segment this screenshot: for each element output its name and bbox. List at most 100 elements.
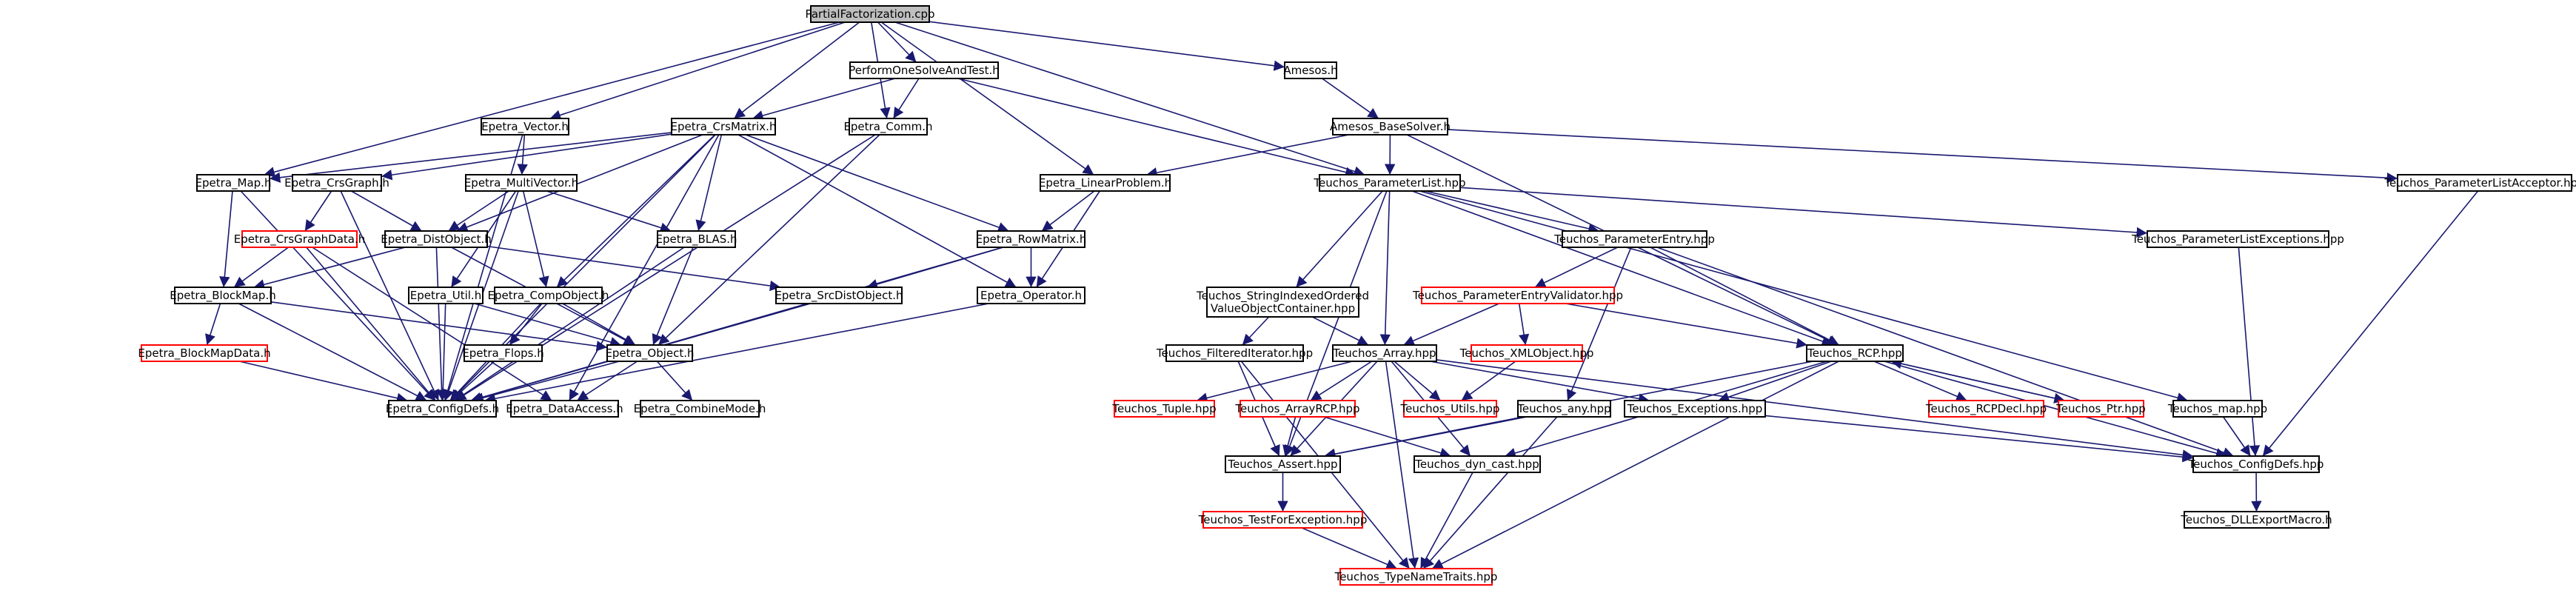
graph-node-n0[interactable]: PartialFactorization.cpp — [805, 5, 935, 23]
edge-n28-n34 — [576, 361, 638, 401]
graph-node-n49[interactable]: Teuchos_TypeNameTraits.hpp — [1334, 568, 1498, 586]
node-box — [1040, 174, 1171, 192]
edge-n4-n21 — [556, 134, 716, 288]
node-label: Teuchos_TestForException.hpp — [1198, 513, 1368, 527]
graph-node-n48[interactable]: Teuchos_DLLExportMacro.h — [2180, 511, 2332, 529]
graph-node-n6[interactable]: Amesos_BaseSolver.h — [1330, 118, 1451, 135]
graph-node-n42[interactable]: Teuchos_Ptr.hpp — [2055, 400, 2146, 418]
edge-n10-n16 — [1041, 190, 1095, 232]
edge-n24-n29 — [1242, 316, 1270, 346]
node-box — [292, 174, 382, 192]
graph-node-n16[interactable]: Epetra_RowMatrix.h — [976, 230, 1087, 248]
graph-node-n19[interactable]: Epetra_BlockMap.h — [170, 287, 276, 304]
graph-node-n29[interactable]: Teuchos_FilteredIterator.hpp — [1156, 344, 1313, 362]
graph-node-n37[interactable]: Teuchos_ArrayRCP.hpp — [1234, 400, 1360, 418]
graph-node-n27[interactable]: Epetra_Flops.h — [462, 344, 544, 362]
node-label: Teuchos_DLLExportMacro.h — [2180, 513, 2332, 527]
graph-node-n9[interactable]: Epetra_MultiVector.h — [464, 174, 578, 192]
node-box — [2184, 511, 2329, 529]
graph-node-n30[interactable]: Teuchos_Array.hpp — [1332, 344, 1437, 362]
graph-node-n33[interactable]: Epetra_ConfigDefs.h — [386, 400, 499, 418]
graph-node-n8[interactable]: Epetra_CrsGraph.h — [284, 174, 389, 192]
edge-n4-n15 — [695, 134, 723, 232]
graph-node-n13[interactable]: Epetra_CrsGraphData.h — [234, 230, 366, 248]
graph-node-n3[interactable]: Epetra_Vector.h — [481, 118, 569, 135]
graph-node-n11[interactable]: Teuchos_ParameterList.hpp — [1313, 174, 1466, 192]
graph-node-n28[interactable]: Epetra_Object.h — [605, 344, 695, 362]
node-box — [141, 344, 268, 362]
graph-node-n31[interactable]: Teuchos_XMLObject.hpp — [1459, 344, 1594, 362]
graph-node-n14[interactable]: Epetra_DistObject.h — [381, 230, 492, 248]
graph-node-n23[interactable]: Epetra_Operator.h — [977, 287, 1085, 304]
graph-node-n21[interactable]: Epetra_CompObject.h — [488, 287, 609, 304]
edge-n28-n35 — [656, 361, 693, 401]
node-label: Epetra_SrcDistObject.h — [775, 289, 903, 303]
node-label: Teuchos_StringIndexedOrdered — [1196, 289, 1369, 304]
node-box — [1206, 287, 1359, 318]
edge-n30-n36 — [1196, 361, 1353, 404]
edge-n4-n7 — [269, 132, 672, 183]
edge-n42-n32 — [1890, 358, 2065, 401]
edge-n4-n23 — [737, 134, 1017, 288]
graph-node-n1[interactable]: PerformOneSolveAndTest.h — [849, 61, 1000, 79]
node-box — [606, 344, 693, 362]
graph-node-n36[interactable]: Teuchos_Tuple.hpp — [1111, 400, 1217, 418]
edge-n4-n16 — [745, 134, 1009, 232]
edge-n17-n46 — [1656, 247, 2234, 458]
graph-node-n18[interactable]: Teuchos_ParameterListExceptions.hpp — [2131, 230, 2344, 248]
graph-node-n20[interactable]: Epetra_Util.h — [408, 287, 484, 304]
graph-node-n38[interactable]: Teuchos_Utils.hpp — [1400, 400, 1500, 418]
edge-n0-n7 — [264, 21, 840, 178]
edge-n27-n33 — [450, 361, 495, 401]
edge-n21-n27 — [509, 303, 543, 346]
node-box — [849, 118, 928, 135]
edge-n30-n38 — [1394, 361, 1442, 401]
edge-n32-n46 — [1884, 361, 2227, 459]
graph-node-n34[interactable]: Epetra_DataAccess.h — [506, 400, 623, 418]
graph-node-n43[interactable]: Teuchos_map.hpp — [2167, 400, 2267, 418]
graph-node-n46[interactable]: Teuchos_ConfigDefs.hpp — [2188, 455, 2324, 473]
graph-node-n25[interactable]: Teuchos_ParameterEntryValidator.hpp — [1412, 287, 1623, 304]
node-label: Epetra_Map.h — [195, 176, 272, 190]
edge-n40-n46 — [1764, 415, 2194, 463]
node-box — [1332, 118, 1448, 135]
node-box — [1624, 400, 1766, 418]
graph-node-n4[interactable]: Epetra_CrsMatrix.h — [671, 118, 777, 135]
node-box — [2058, 400, 2144, 418]
graph-node-n24[interactable]: Teuchos_StringIndexedOrderedValueObjectC… — [1196, 287, 1369, 318]
graph-node-n35[interactable]: Epetra_CombineMode.h — [634, 400, 766, 418]
edge-n32-n40 — [1718, 361, 1832, 403]
graph-node-n44[interactable]: Teuchos_Assert.hpp — [1225, 455, 1341, 473]
graph-node-n32[interactable]: Teuchos_RCP.hpp — [1806, 344, 1904, 362]
node-label: Teuchos_ParameterEntry.hpp — [1553, 232, 1715, 247]
edge-n31-n38 — [1461, 361, 1516, 401]
node-box — [196, 174, 270, 192]
graph-node-n40[interactable]: Teuchos_Exceptions.hpp — [1624, 400, 1766, 418]
graph-node-n2[interactable]: Amesos.h — [1283, 61, 1338, 79]
graph-node-n10[interactable]: Epetra_LinearProblem.h — [1039, 174, 1171, 192]
graph-node-n22[interactable]: Epetra_SrcDistObject.h — [775, 287, 903, 304]
node-label: Teuchos_FilteredIterator.hpp — [1156, 346, 1313, 361]
node-label: Epetra_CombineMode.h — [634, 402, 766, 416]
graph-node-n12[interactable]: Teuchos_ParameterListAcceptor.hpp — [2383, 174, 2576, 192]
graph-node-n41[interactable]: Teuchos_RCPDecl.hpp — [1925, 400, 2047, 418]
node-box — [1806, 344, 1904, 362]
edge-n20-n33 — [438, 303, 449, 401]
node-label: Teuchos_map.hpp — [2167, 402, 2267, 416]
graph-node-n17[interactable]: Teuchos_ParameterEntry.hpp — [1553, 230, 1715, 248]
edge-n17-n39 — [1566, 247, 1632, 401]
graph-node-n45[interactable]: Teuchos_dyn_cast.hpp — [1414, 455, 1541, 473]
node-box — [849, 61, 999, 79]
graph-node-n15[interactable]: Epetra_BLAS.h — [655, 230, 737, 248]
edge-n0-n2 — [929, 21, 1285, 71]
graph-node-n39[interactable]: Teuchos_any.hpp — [1516, 400, 1611, 418]
edge-n24-n30 — [1311, 316, 1369, 346]
graph-node-n5[interactable]: Epetra_Comm.h — [843, 118, 933, 135]
graph-node-n47[interactable]: Teuchos_TestForException.hpp — [1198, 511, 1368, 529]
edge-n17-n32 — [1650, 247, 1840, 346]
node-box — [481, 118, 569, 135]
node-box — [1471, 344, 1583, 362]
graph-node-n7[interactable]: Epetra_Map.h — [195, 174, 272, 192]
graph-node-n26[interactable]: Epetra_BlockMapData.h — [138, 344, 271, 362]
edge-n14-n33 — [435, 247, 447, 401]
